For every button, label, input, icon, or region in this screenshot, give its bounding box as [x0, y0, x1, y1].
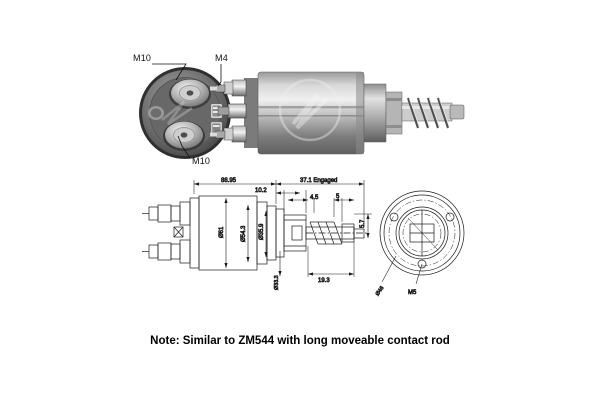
callout-label-m10-bottom: M10 [192, 156, 211, 166]
drawing-plunger-rod [305, 221, 368, 245]
photo-terminal-m10-upper [169, 79, 211, 109]
drawing-terminal-studs [142, 197, 200, 269]
dim-text-body-dia: Ø61 [219, 226, 225, 238]
dim-text-rod-height: 5.7 [360, 219, 366, 228]
dim-spring-length [307, 242, 355, 277]
photo-front-face-view [139, 67, 231, 159]
dim-text-overall: 88.95 [221, 178, 237, 184]
dim-step [288, 198, 308, 202]
callout-label-m10-top: M10 [133, 53, 152, 63]
dim-flange-dia [246, 205, 250, 262]
dim-text-bolt-circle: Ø46 [375, 285, 386, 297]
dim-text-spring-length: 19.3 [318, 278, 330, 284]
photo-return-spring [407, 97, 449, 129]
callout-label-m4: M4 [215, 53, 228, 63]
note-text: Note: Similar to ZM544 with long moveabl… [150, 335, 450, 347]
dim-text-step: 4.5 [310, 195, 319, 201]
dim-collar [334, 198, 354, 202]
dim-text-engaged: 37.1 Engaged [300, 178, 337, 184]
drawing-end-face-view [379, 190, 465, 285]
dim-text-flange-dia: Ø54.3 [241, 225, 247, 242]
dim-overall-length [194, 182, 276, 186]
dim-nose-dia [264, 211, 268, 257]
dim-shoulder [276, 191, 300, 195]
dim-text-shoulder: 10.2 [255, 188, 267, 194]
dimensioned-engineering-drawing: 88.95 37.1 Engaged 10.2 [128, 172, 478, 312]
dim-text-thread-m5: M5 [408, 290, 417, 296]
dim-engaged-length [276, 182, 364, 186]
dim-rod-height [354, 213, 372, 238]
dim-pilot-dia [278, 251, 282, 276]
starter-solenoid-photograph [132, 58, 484, 168]
photo-side-view [210, 71, 465, 155]
photo-watermark [278, 78, 342, 142]
dim-body-dia [224, 198, 228, 268]
photo-side-terminal-nuts [210, 78, 260, 148]
dim-text-collar: 5 [336, 194, 340, 200]
photo-terminal-m10-lower [163, 121, 205, 151]
dim-text-pilot-dia: Ø33.3 [274, 275, 280, 290]
dim-text-nose-dia: Ø35.9 [259, 223, 265, 240]
